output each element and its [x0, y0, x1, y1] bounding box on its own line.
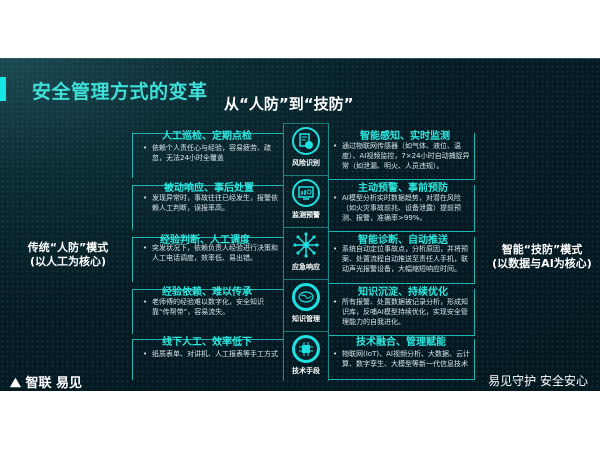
left-mode-label: 传统“人防”模式 (以人工为核心) [18, 241, 118, 269]
right-card-title: 知识沉淀、持续优化 [358, 287, 448, 298]
slogan: 易见守护 安全安心 [488, 374, 588, 388]
title-accent-bar [0, 77, 6, 101]
icon-label: 风险识别 [292, 159, 320, 167]
right-card-title: 智能感知、实时监测 [360, 131, 450, 142]
right-mode-line1: 智能“技防”模式 [501, 243, 583, 256]
slide: 安全管理方式的变革 从“人防”到“技防” 传统“人防”模式 (以人工为核心) 智… [0, 58, 600, 391]
center-item-emergency: 应急响应 [284, 227, 328, 279]
right-card-title: 技术融合、管理赋能 [356, 337, 446, 348]
right-card-4: 知识沉淀、持续优化 所有报警、处置数据被记录分析，形成知识库，反哺AI模型持续优… [328, 283, 488, 336]
left-card-body: 纸质表单、对讲机、人工报表等手工方式 [143, 349, 280, 359]
logo-mark-icon: ⛰ [10, 376, 26, 391]
center-item-technology: 技术手段 [284, 331, 328, 383]
left-card-title: 经验依赖、难以传承 [162, 287, 252, 298]
left-card-1: 人工巡检、定期点检 依赖个人责任心与经验，容易疲劳、疏忽，无法24小时全覆盖 [128, 127, 286, 178]
right-card-title: 智能诊断、自动推送 [358, 235, 448, 246]
right-card-5: 技术融合、管理赋能 物联网(IoT)、AI视频分析、大数据、云计算、数字孪生、大… [328, 333, 488, 381]
left-card-3: 经验判断、人工调度 突发状况下，依赖负责人经验进行决策和人工电话调度，效率低、易… [128, 231, 286, 282]
left-mode-line1: 传统“人防”模式 [27, 241, 109, 254]
left-card-5: 线下人工、效率低下 纸质表单、对讲机、人工报表等手工方式 [128, 333, 286, 383]
center-item-monitor: 监测预警 [284, 175, 328, 227]
right-card-title: 主动预警、事前预防 [358, 183, 448, 194]
icon-label: 应急响应 [292, 263, 320, 271]
left-card-4: 经验依赖、难以传承 老师傅的经验难以数字化，安全知识靠“传帮带”，容易流失。 [128, 283, 286, 334]
right-card-1: 智能感知、实时监测 通过物联网传感器（如气体、液位、温度）、AI视频监控，7×2… [328, 127, 488, 180]
right-mode-line2: (以数据与AI为核心) [492, 257, 592, 270]
left-card-body: 依赖个人责任心与经验，容易疲劳、疏忽，无法24小时全覆盖 [143, 143, 280, 163]
center-item-risk: 风险识别 [284, 123, 328, 175]
brain-icon [292, 283, 320, 311]
right-mode-label: 智能“技防”模式 (以数据与AI为核心) [487, 243, 597, 271]
left-card-body: 突发状况下，依赖负责人经验进行决策和人工电话调度，效率低、易出错。 [143, 243, 280, 263]
slide-title: 安全管理方式的变革 [32, 81, 208, 103]
icon-label: 技术手段 [292, 367, 320, 375]
right-card-body: 通过物联网传感器（如气体、液位、温度）、AI视频监控，7×24小时自动捕捉异常（… [333, 141, 472, 171]
left-mode-line2: (以人工为核心) [29, 255, 107, 268]
left-card-body: 发现异常时，事故往往已经发生，报警依赖人工判断，误报率高。 [143, 193, 280, 213]
right-card-3: 智能诊断、自动推送 系统自动定位事故点，分析原因，并将预案、处置流程自动推送至责… [328, 231, 488, 284]
chip-icon [292, 335, 320, 363]
left-card-title: 人工巡检、定期点检 [162, 131, 252, 142]
center-icon-column: 风险识别 监测预警 [283, 123, 329, 381]
document-globe-icon [292, 127, 320, 155]
left-card-title: 线下人工、效率低下 [162, 337, 252, 348]
center-item-knowledge: 知识管理 [284, 279, 328, 331]
right-card-body: 物联网(IoT)、AI视频分析、大数据、云计算、数字孪生、大模型等新一代信息技术 [333, 349, 472, 369]
left-card-title: 被动响应、事后处置 [164, 183, 254, 194]
left-card-body: 老师傅的经验难以数字化，安全知识靠“传帮带”，容易流失。 [143, 297, 280, 317]
monitor-chart-icon [292, 179, 320, 207]
company-logo: ⛰ 智联 易见 [10, 372, 82, 391]
right-card-body: 系统自动定位事故点，分析原因，并将预案、处置流程自动推送至责任人手机，联动声光报… [333, 244, 472, 274]
network-burst-icon [292, 231, 320, 259]
icon-label: 监测预警 [292, 211, 320, 219]
right-card-2: 主动预警、事前预防 AI模型分析实时数据趋势，对潜在风险（如火灾事故前兆、设备泄… [328, 179, 488, 232]
left-card-title: 经验判断、人工调度 [160, 235, 250, 246]
right-card-body: AI模型分析实时数据趋势，对潜在风险（如火灾事故前兆、设备泄露）提前预测、报警，… [333, 193, 472, 223]
logo-text: 智联 易见 [25, 376, 82, 391]
icon-label: 知识管理 [292, 315, 320, 323]
left-card-2: 被动响应、事后处置 发现异常时，事故往往已经发生，报警依赖人工判断，误报率高。 [128, 179, 286, 230]
slide-subtitle: 从“人防”到“技防” [224, 95, 354, 113]
right-card-body: 所有报警、处置数据被记录分析，形成知识库，反哺AI模型持续优化，实现安全管理能力… [333, 297, 472, 327]
